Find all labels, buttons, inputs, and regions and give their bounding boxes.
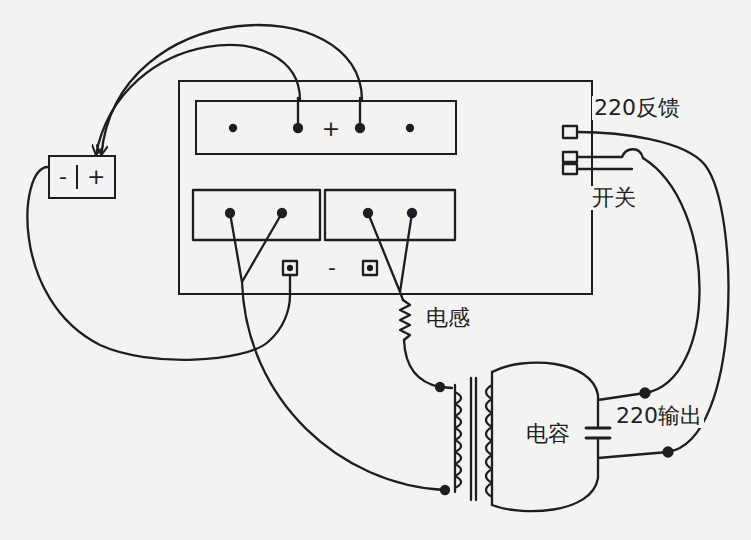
wire-connector	[27, 167, 290, 360]
wire	[368, 213, 412, 300]
wire	[289, 275, 291, 295]
terminal-sign: -	[50, 165, 76, 189]
wire	[230, 213, 445, 490]
switch-label: 开关	[590, 186, 638, 210]
terminal-strip: +	[195, 100, 457, 155]
inductor-symbol	[400, 300, 410, 340]
transformer-primary	[455, 385, 461, 492]
switch-symbol	[577, 149, 643, 169]
terminal-strip	[193, 190, 320, 240]
circuit-board: -+	[178, 80, 593, 295]
square-terminal	[283, 261, 297, 275]
terminal	[563, 164, 577, 174]
wire	[577, 132, 728, 452]
output-label: 220输出	[614, 404, 704, 428]
terminal-sign: +	[76, 165, 114, 189]
transformer-core	[471, 378, 476, 500]
transformer-secondary	[486, 372, 492, 505]
feedback-label: 220反馈	[592, 96, 682, 120]
terminal-sign: +	[322, 117, 340, 141]
terminal	[563, 126, 577, 138]
battery-box: -+	[48, 155, 116, 199]
wire	[643, 158, 700, 393]
wire-connector	[101, 25, 362, 155]
terminal	[563, 152, 577, 162]
screw-dots	[226, 124, 416, 217]
square-terminal	[363, 261, 377, 275]
terminal-strip	[325, 190, 455, 240]
wire	[492, 438, 668, 511]
capacitor-label: 电容	[524, 422, 572, 446]
inductor-label: 电感	[424, 306, 472, 330]
capacitor-symbol	[586, 428, 610, 438]
wire	[404, 340, 452, 388]
terminal-sign: -	[328, 256, 336, 280]
